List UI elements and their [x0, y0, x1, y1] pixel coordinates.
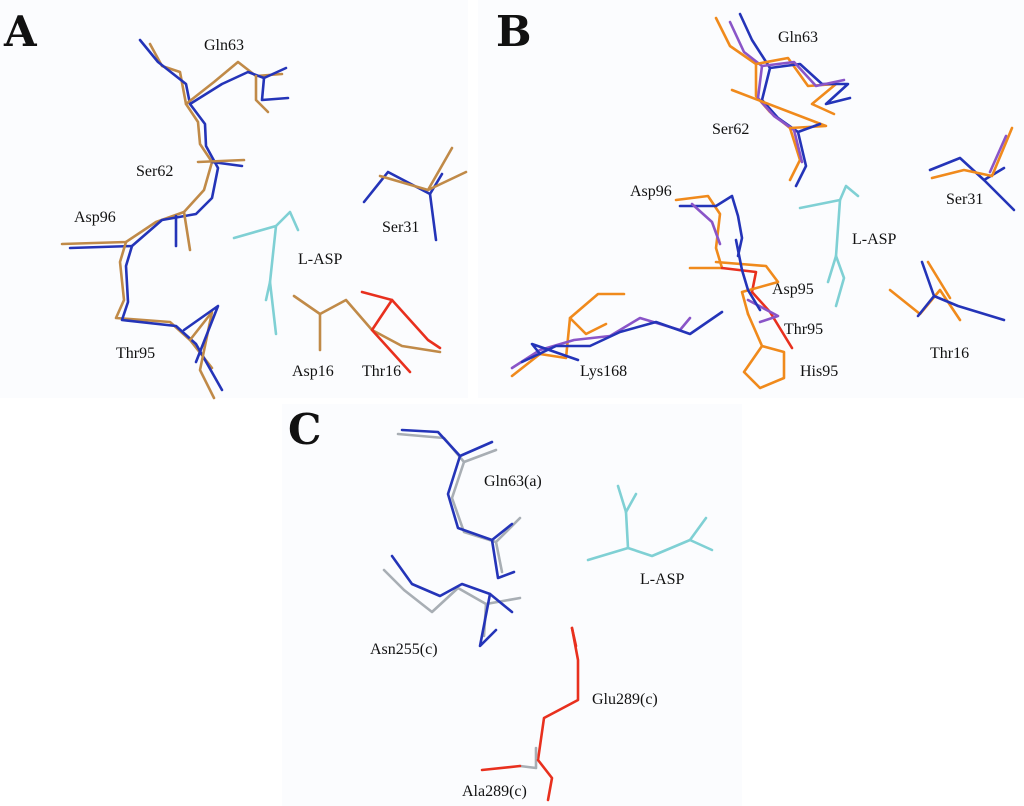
glu289-tip-red-c	[570, 626, 578, 648]
label-thr95-b: Thr95	[784, 321, 823, 338]
backbone-tan-a	[60, 42, 214, 246]
label-glu289c-c: Glu289(c)	[592, 691, 658, 708]
label-ala289c-c: Ala289(c)	[462, 783, 527, 800]
panel-c: C Gln63(a) L-ASP	[288, 405, 714, 802]
asp96-orange-b	[674, 194, 724, 270]
label-gln63-b: Gln63	[778, 29, 818, 46]
ser31-side-blue-b	[982, 178, 1016, 212]
panel-c-background	[282, 404, 742, 806]
gln63-arm-blue-c	[458, 440, 494, 458]
thr16-orange-b	[888, 288, 962, 322]
gln63-tan-a	[184, 60, 284, 106]
ser31-side-blue-a	[428, 192, 438, 242]
label-l-asp-a: L-ASP	[298, 251, 343, 268]
label-ser31-b: Ser31	[946, 191, 983, 208]
l-asp-b-branch	[838, 184, 860, 202]
gln63-arm-gray-c	[462, 448, 498, 464]
label-gln63-a: Gln63	[204, 37, 244, 54]
gln63-side-blue-a	[260, 76, 290, 102]
asp16-tan-a	[292, 294, 442, 354]
panel-b: B	[496, 7, 1016, 390]
gln63-side-gray-c	[494, 540, 504, 574]
lys168-blue-b	[520, 310, 724, 364]
thr95-blue-a	[120, 244, 224, 392]
lys168-tail-orange-b	[568, 316, 608, 336]
label-ser62-a: Ser62	[136, 163, 173, 180]
his95-orange-b	[742, 312, 786, 390]
panel-a-letter: A	[3, 7, 38, 56]
panel-b-letter: B	[496, 7, 532, 56]
glu289-red-c	[536, 626, 580, 762]
ala289-gray-c	[518, 746, 538, 770]
label-asp96-a: Asp96	[74, 209, 116, 226]
l-asp-b-branch2	[826, 254, 838, 284]
ala289-red-c	[536, 758, 554, 802]
asn255-blue-c	[390, 554, 514, 614]
thr16-side-orange-b	[926, 260, 952, 300]
panel-a: A	[3, 7, 468, 400]
gln63-arm-purple-b	[760, 60, 846, 88]
l-asp-c-branch3	[688, 516, 708, 542]
l-asp-a-branch	[274, 210, 300, 232]
ser62-side-blue-a	[210, 160, 244, 168]
thr16-side-blue-b	[916, 294, 936, 318]
label-ser31-a: Ser31	[382, 219, 419, 236]
label-l-asp-c: L-ASP	[640, 571, 685, 588]
thr16-blue-b	[920, 260, 1006, 322]
label-his95-b: His95	[800, 363, 838, 380]
asp95-blue-b	[734, 238, 762, 312]
asp95-red-b	[720, 266, 794, 350]
asn255-side-blue-c	[478, 592, 498, 648]
lys168-side-blue-b	[530, 342, 580, 362]
ser62-side-orange-b	[730, 88, 828, 130]
label-thr16-a: Thr16	[362, 363, 401, 380]
label-asp95-b: Asp95	[772, 281, 814, 298]
l-asp-a-branch2	[264, 280, 272, 302]
label-thr95-a: Thr95	[116, 345, 155, 362]
gln63-blue-a	[188, 66, 288, 106]
asp96-blue-b	[678, 194, 744, 258]
ser62-side-tan-a	[196, 158, 246, 164]
ser31-blue-a	[362, 170, 444, 204]
ser31-orange-b	[930, 126, 1014, 180]
label-asp96-b: Asp96	[630, 183, 672, 200]
label-asn255c-c: Asn255(c)	[370, 641, 438, 658]
thr95-side-tan-a	[188, 310, 216, 400]
panel-c-letter: C	[288, 405, 321, 454]
lys168-orange-b	[510, 292, 626, 378]
gln63-arm-blue-b	[768, 62, 852, 106]
thr16-side-red-a	[370, 298, 412, 374]
label-lys168-b: Lys168	[580, 363, 627, 380]
ala289-arm-red-c	[480, 764, 522, 772]
label-ser62-b: Ser62	[712, 121, 749, 138]
l-asp-a	[232, 224, 278, 336]
label-l-asp-b: L-ASP	[852, 231, 897, 248]
asp95-orange-b	[714, 260, 780, 316]
ser31-purple-b	[988, 134, 1008, 174]
label-thr16-b: Thr16	[930, 345, 969, 362]
asp96-side-tan-a	[182, 210, 192, 252]
label-gln63a-c: Gln63(a)	[484, 473, 542, 490]
l-asp-c-branch	[616, 484, 630, 550]
l-asp-c	[586, 538, 714, 562]
asn255-gray-c	[382, 568, 522, 614]
backbone-blue-a	[68, 38, 220, 250]
thr95-side-blue-a	[182, 304, 220, 364]
label-asp16-a: Asp16	[292, 363, 334, 380]
asp96-purple-b	[690, 202, 722, 246]
gln63-blue-b	[738, 12, 808, 188]
ser62-side-blue-b	[796, 122, 822, 134]
ser31-side-tan-a	[426, 170, 468, 192]
gln63-purple-b	[728, 20, 804, 164]
l-asp-c-branch2	[624, 492, 638, 514]
gln63-side-tan-a	[254, 74, 270, 114]
gln63-side-blue-c	[490, 538, 516, 580]
thr16-red-a	[360, 290, 442, 350]
